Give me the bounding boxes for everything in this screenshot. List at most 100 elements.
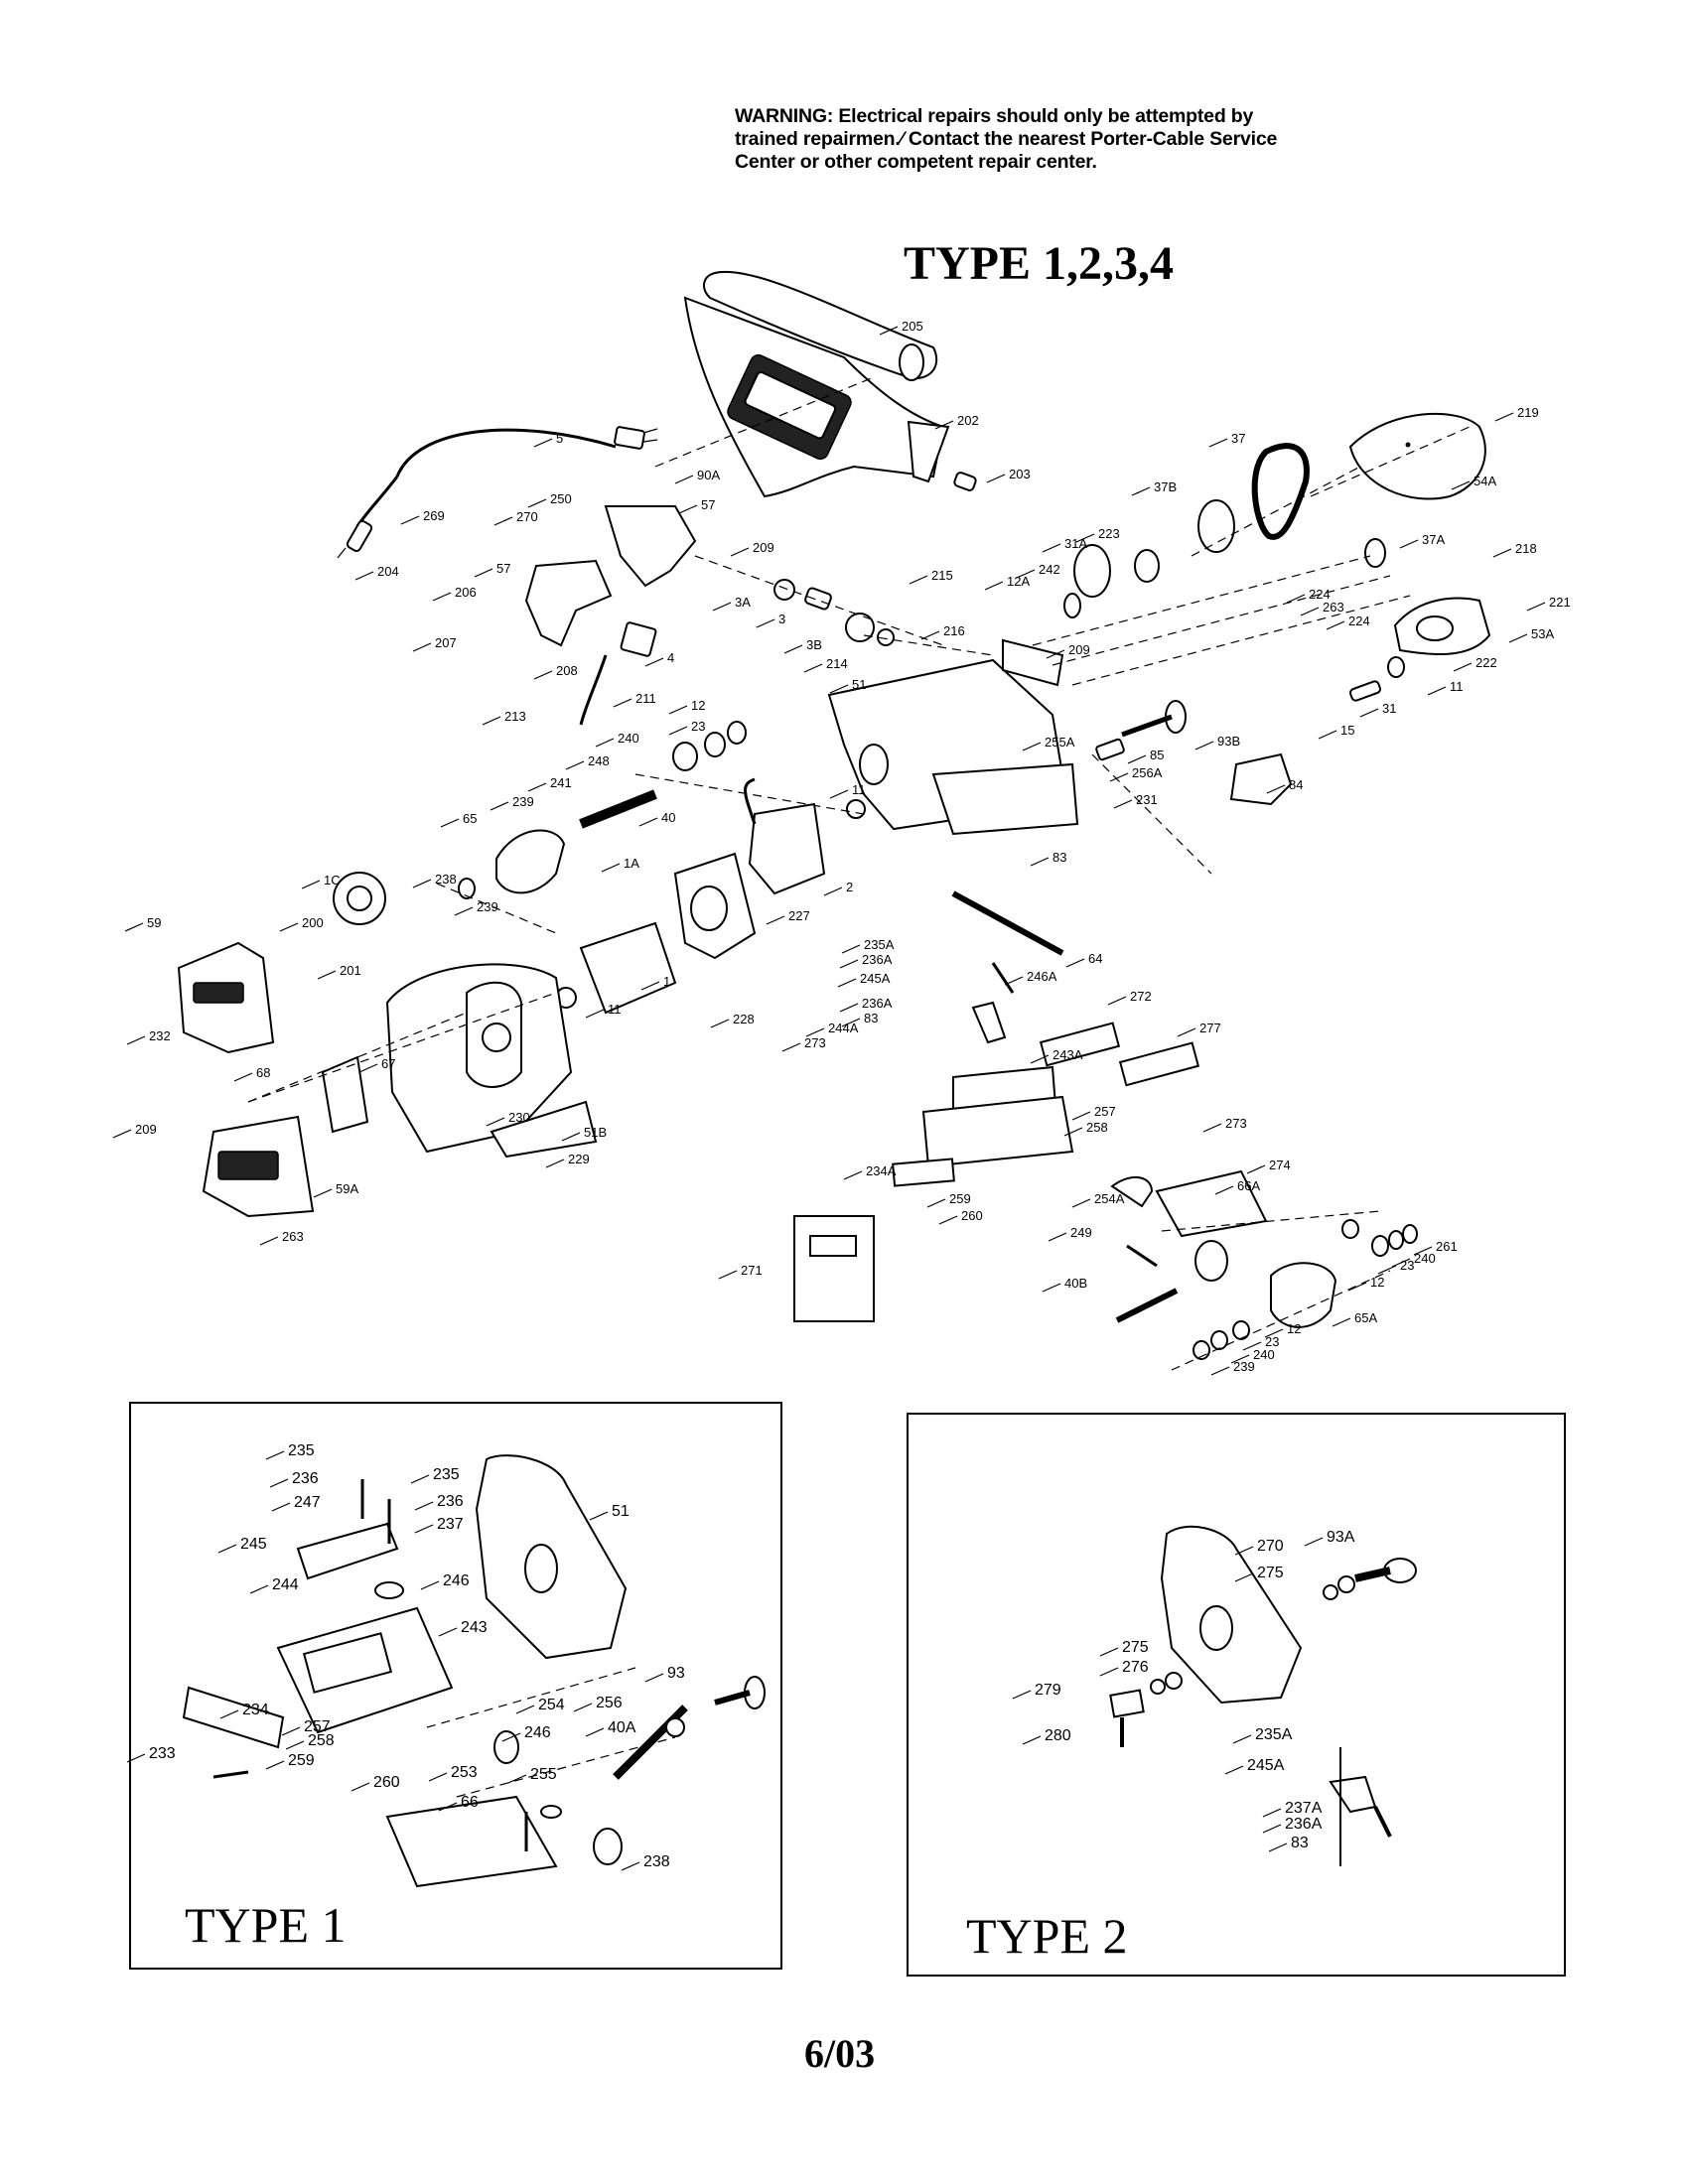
assembly-lines — [247, 376, 1471, 1371]
leader-line — [533, 670, 553, 680]
leader-line — [1262, 1808, 1282, 1818]
part-label-65A: 65A — [1354, 1310, 1377, 1325]
leader-line — [233, 1072, 253, 1082]
leader-line — [829, 684, 849, 694]
part-label-235A: 235A — [1255, 1726, 1293, 1743]
leader-line — [1109, 772, 1129, 782]
leader-line — [269, 1478, 289, 1488]
leader-line — [1234, 1572, 1254, 1582]
part-label-59A: 59A — [336, 1181, 358, 1196]
leader-line — [984, 581, 1004, 591]
part-label-273: 273 — [1225, 1116, 1247, 1131]
warning-line-3: Center or other competent repair center. — [735, 151, 1097, 173]
part-label-40A: 40A — [608, 1719, 636, 1736]
part-label-51: 51 — [612, 1503, 630, 1520]
leader-line — [1300, 607, 1320, 616]
part-label-218: 218 — [1515, 541, 1537, 556]
leader-line — [1177, 1027, 1196, 1037]
leader-line — [313, 1188, 333, 1198]
part-label-240: 240 — [618, 731, 639, 746]
leader-line — [841, 1018, 861, 1027]
part-label-1A: 1A — [624, 856, 639, 871]
part-label-273: 273 — [804, 1035, 826, 1050]
part-label-229: 229 — [568, 1152, 590, 1166]
leader-line — [501, 1732, 521, 1742]
part-label-243: 243 — [461, 1619, 488, 1636]
leader-line — [440, 818, 460, 828]
part-label-271: 271 — [741, 1263, 763, 1278]
leader-line — [285, 1740, 305, 1750]
part-label-260: 260 — [961, 1208, 983, 1223]
leader-line — [920, 630, 940, 640]
part-label-269: 269 — [423, 508, 445, 523]
part-label-211: 211 — [635, 691, 656, 706]
part-label-242: 242 — [1039, 562, 1060, 577]
leader-line — [595, 738, 615, 748]
part-label-1C: 1C — [324, 873, 341, 887]
leader-line — [712, 602, 732, 612]
part-label-12A: 12A — [1007, 574, 1030, 589]
part-label-256A: 256A — [1132, 765, 1163, 780]
part-label-270: 270 — [516, 509, 538, 524]
leader-line — [986, 474, 1006, 483]
part-label-207: 207 — [435, 635, 457, 650]
leader-line — [674, 475, 694, 484]
part-label-237A: 237A — [1285, 1800, 1323, 1817]
part-label-83: 83 — [864, 1011, 878, 1025]
leader-line — [474, 568, 493, 578]
part-label-249: 249 — [1070, 1225, 1092, 1240]
leader-line — [1304, 1537, 1324, 1547]
leader-line — [1318, 730, 1337, 740]
part-label-67: 67 — [381, 1056, 395, 1071]
part-label-250: 250 — [550, 491, 572, 506]
part-label-1: 1 — [663, 974, 670, 989]
part-label-57: 57 — [701, 497, 715, 512]
leader-line — [1099, 1667, 1119, 1677]
warning-line-1: WARNING: Electrical repairs should only … — [735, 105, 1254, 127]
leader-line — [438, 1802, 458, 1812]
leader-line — [1451, 480, 1471, 490]
part-label-222: 222 — [1475, 655, 1497, 670]
part-label-214: 214 — [826, 656, 848, 671]
part-label-31: 31 — [1382, 701, 1396, 716]
manual-booklet — [793, 1215, 875, 1322]
leader-line — [1427, 686, 1447, 696]
part-label-219: 219 — [1517, 405, 1539, 420]
leader-line — [1453, 662, 1473, 672]
leader-line — [486, 1117, 505, 1127]
part-label-11: 11 — [1450, 679, 1464, 694]
part-label-15: 15 — [1340, 723, 1354, 738]
leader-line — [1262, 1824, 1282, 1834]
part-label-257: 257 — [304, 1718, 331, 1735]
part-label-238: 238 — [643, 1853, 670, 1870]
leader-line — [710, 1019, 730, 1028]
leader-line — [841, 944, 861, 954]
leader-line — [879, 326, 899, 336]
leader-line — [1208, 438, 1228, 448]
part-label-236: 236 — [292, 1470, 319, 1487]
leader-line — [1347, 1282, 1367, 1292]
leader-line — [271, 1502, 291, 1512]
leader-line — [1399, 539, 1419, 549]
drive-shaft-and-pulley — [458, 721, 866, 899]
part-label-204: 204 — [377, 564, 399, 579]
leader-line — [1413, 1246, 1433, 1256]
part-label-231: 231 — [1136, 792, 1158, 807]
part-label-258: 258 — [308, 1732, 335, 1749]
part-label-57: 57 — [496, 561, 510, 576]
leader-line — [545, 1159, 565, 1168]
part-label-236A: 236A — [862, 952, 893, 967]
leader-line — [805, 1027, 825, 1037]
leader-line — [507, 1774, 527, 1784]
part-label-259: 259 — [288, 1752, 315, 1769]
part-label-201: 201 — [340, 963, 361, 978]
leader-line — [400, 515, 420, 525]
part-label-203: 203 — [1009, 467, 1031, 481]
part-label-239: 239 — [477, 899, 498, 914]
end-covers — [177, 941, 369, 1218]
part-label-85: 85 — [1150, 748, 1164, 762]
dust-bag-tube — [703, 270, 938, 381]
leader-line — [829, 789, 849, 799]
power-cord — [337, 426, 658, 559]
